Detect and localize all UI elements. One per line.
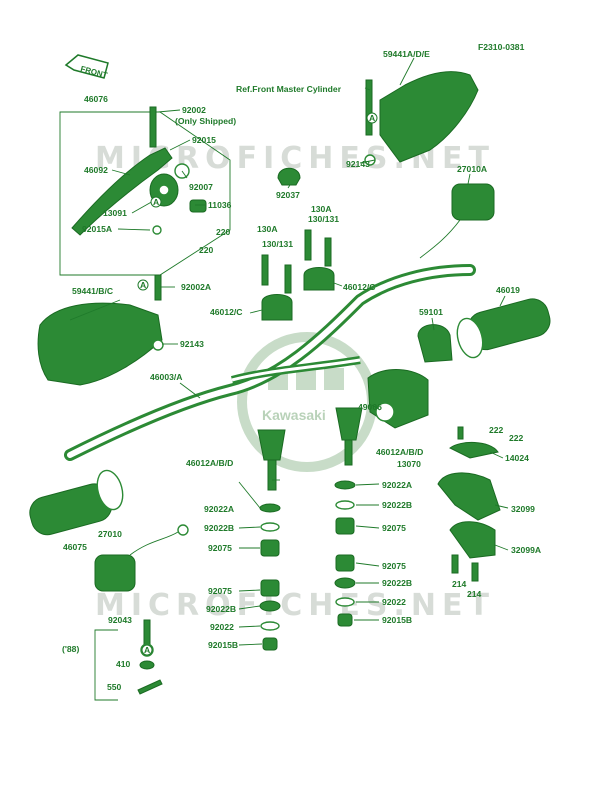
label-46075: 46075 xyxy=(63,542,87,552)
label-92075-right-1: 92075 xyxy=(382,523,406,533)
label-222-b: 222 xyxy=(509,433,524,443)
label-32099A: 32099A xyxy=(511,545,541,555)
grip-left xyxy=(29,469,124,536)
label-130A-a: 130A xyxy=(257,224,278,234)
label-46012ABD-right: 46012A/B/D xyxy=(376,447,423,457)
marker-a-3: A xyxy=(369,113,375,123)
label-ref-master-cylinder: Ref.Front Master Cylinder xyxy=(236,84,342,94)
label-32099: 32099 xyxy=(511,504,535,514)
label-92075-left-2: 92075 xyxy=(208,586,232,596)
label-92007: 92007 xyxy=(189,182,213,192)
label-59101: 59101 xyxy=(419,307,443,317)
switch-27010 xyxy=(94,524,189,592)
label-46012C-left: 46012/C xyxy=(210,307,243,317)
label-214-a: 214 xyxy=(452,579,467,589)
label-92022-right: 92022 xyxy=(382,597,406,607)
label-92015A: 92015A xyxy=(82,224,112,234)
lever-bolt-92002 xyxy=(149,106,157,148)
label-130-131-a: 130/131 xyxy=(308,214,339,224)
label-27010A: 27010A xyxy=(457,164,487,174)
lever-pivot xyxy=(158,184,170,196)
label-92143-top: 92143 xyxy=(346,159,370,169)
label-88: ('88) xyxy=(62,644,79,654)
label-92022B-right-1: 92022B xyxy=(382,500,412,510)
label-92022B-left-2: 92022B xyxy=(206,604,236,614)
label-92022B-left-1: 92022B xyxy=(204,523,234,533)
upper-clamp-right xyxy=(303,267,335,291)
label-92002-note: (Only Shipped) xyxy=(175,116,236,126)
label-46076: 46076 xyxy=(84,94,108,104)
marker-a-4: A xyxy=(144,645,150,655)
label-27010: 27010 xyxy=(98,529,122,539)
lower-clamp-right xyxy=(335,407,363,441)
label-214-b: 214 xyxy=(467,589,482,599)
upper-clamp-left xyxy=(261,294,293,321)
label-92043: 92043 xyxy=(108,615,132,625)
marker-a-1: A xyxy=(153,197,159,207)
washer-92015A xyxy=(152,225,162,235)
label-46012C-right: 46012/C xyxy=(343,282,376,292)
hand-guard-left xyxy=(37,274,164,386)
label-59441ADE: 59441A/D/E xyxy=(383,49,430,59)
a-markers: A A A A xyxy=(137,112,378,656)
adjuster-11036 xyxy=(189,199,207,213)
label-92015B-left: 92015B xyxy=(208,640,238,650)
stack-right xyxy=(334,480,356,627)
part-labels: 46076 92002 (Only Shipped) 92015 46092 9… xyxy=(62,49,541,692)
label-14024: 14024 xyxy=(505,453,529,463)
label-92143-left: 92143 xyxy=(180,339,204,349)
label-92022A-right: 92022A xyxy=(382,480,412,490)
label-92002A: 92002A xyxy=(181,282,211,292)
label-92075-right-2: 92075 xyxy=(382,561,406,571)
label-550: 550 xyxy=(107,682,122,692)
label-92037: 92037 xyxy=(276,190,300,200)
label-410: 410 xyxy=(116,659,131,669)
label-130A-b: 130A xyxy=(311,204,332,214)
clamp-bolts xyxy=(261,167,332,294)
switch-27010A xyxy=(419,183,495,259)
figure-code: F2310-0381 xyxy=(478,42,525,52)
clutch-perch-parts xyxy=(437,426,501,582)
label-92002: 92002 xyxy=(182,105,206,115)
label-13070: 13070 xyxy=(397,459,421,469)
label-11036: 11036 xyxy=(208,200,232,210)
lower-clamp-left xyxy=(257,429,286,461)
marker-a-2: A xyxy=(140,280,146,290)
clamp-92037 xyxy=(277,167,301,186)
stack-left xyxy=(259,503,281,651)
label-92022A-left: 92022A xyxy=(204,504,234,514)
clutch-perch-32099 xyxy=(437,472,501,521)
label-92022-left: 92022 xyxy=(210,622,234,632)
brake-lever xyxy=(71,147,173,236)
label-92075-left-1: 92075 xyxy=(208,543,232,553)
label-49006: 49006 xyxy=(358,402,382,412)
label-46092: 46092 xyxy=(84,165,108,175)
lever-assembly xyxy=(59,106,231,276)
throttle-housing xyxy=(417,324,453,363)
label-46003A: 46003/A xyxy=(150,372,183,382)
label-220-b: 220 xyxy=(199,245,214,255)
throttle-49006 xyxy=(367,369,429,429)
label-92022B-right-2: 92022B xyxy=(382,578,412,588)
brand-mark: Kawasaki xyxy=(262,407,326,423)
clutch-perch-32099A xyxy=(449,521,496,559)
label-46019: 46019 xyxy=(496,285,520,295)
grip-right xyxy=(456,298,551,359)
leader-lines xyxy=(69,57,509,646)
label-92015: 92015 xyxy=(192,135,216,145)
label-46012ABD-left: 46012A/B/D xyxy=(186,458,233,468)
label-222-a: 222 xyxy=(489,425,504,435)
label-92015B-right: 92015B xyxy=(382,615,412,625)
label-220-a: 220 xyxy=(216,227,231,237)
label-130-131-b: 130/131 xyxy=(262,239,293,249)
watermark-bottom: MICROFICHES.NET xyxy=(95,588,495,623)
front-arrow: FRONT xyxy=(64,54,109,80)
label-13091: 13091 xyxy=(103,208,127,218)
label-59441BC: 59441/B/C xyxy=(72,286,113,296)
